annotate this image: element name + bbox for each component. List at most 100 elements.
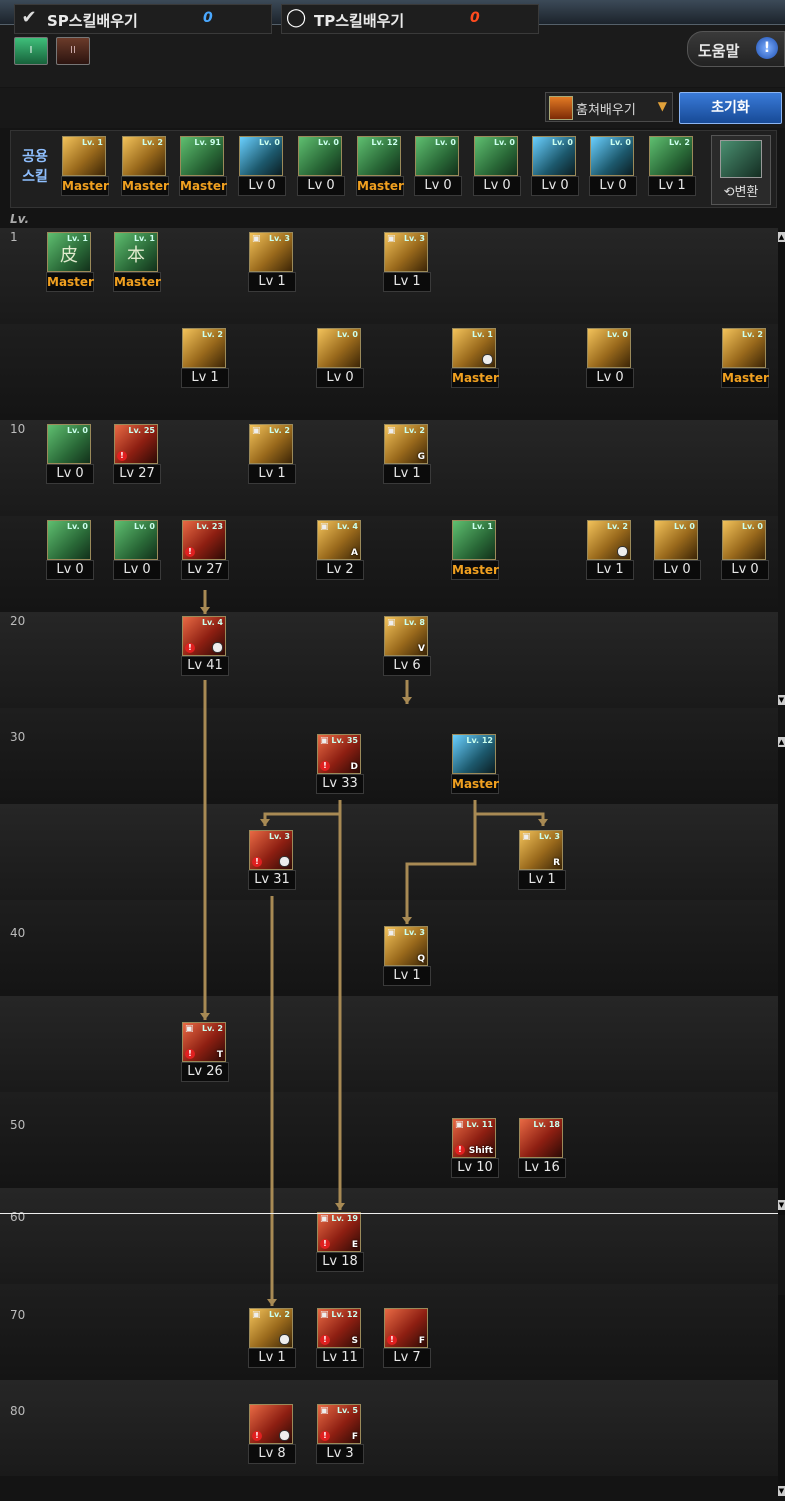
skill-icon[interactable]: Lv. 2 <box>722 328 766 368</box>
skill-icon[interactable]: Lv. 2▣G <box>384 424 428 464</box>
scrollbar-track-2[interactable] <box>778 735 785 1215</box>
skill-icon[interactable]: Lv. 23! <box>182 520 226 560</box>
skill-slot[interactable]: Lv. 2▣Lv 1 <box>248 424 296 488</box>
sp-learn-toggle[interactable]: ✔ SP스킬배우기 0 <box>14 4 272 34</box>
scroll-down-icon[interactable]: ▼ <box>778 1200 785 1210</box>
tp-learn-toggle[interactable]: ◯ TP스킬배우기 0 <box>281 4 539 34</box>
skill-icon[interactable]: Lv. 0 <box>474 136 518 176</box>
skill-icon[interactable]: Lv. 5▣!F <box>317 1404 361 1444</box>
skill-icon[interactable]: Lv. 0 <box>239 136 283 176</box>
skill-slot[interactable]: Lv. 3▣Lv 1 <box>383 232 431 296</box>
skill-icon[interactable]: !F <box>384 1308 428 1348</box>
skill-icon[interactable]: Lv. 0 <box>415 136 459 176</box>
skill-icon[interactable]: Lv. 0 <box>114 520 158 560</box>
skill-icon[interactable]: Lv. 8▣V <box>384 616 428 656</box>
skill-icon[interactable]: Lv. 0 <box>317 328 361 368</box>
skill-icon[interactable]: Lv. 2 <box>182 328 226 368</box>
scroll-up-icon[interactable]: ▲ <box>778 232 785 242</box>
skill-icon[interactable]: Lv. 0 <box>654 520 698 560</box>
skill-icon[interactable]: Lv. 2▣!T <box>182 1022 226 1062</box>
skill-icon[interactable]: Lv. 2 <box>649 136 693 176</box>
skill-icon[interactable]: Lv. 18 <box>519 1118 563 1158</box>
skill-icon[interactable]: Lv. 2 <box>122 136 166 176</box>
skill-slot[interactable]: !Lv 8 <box>248 1404 296 1468</box>
skill-icon[interactable]: Lv. 4! <box>182 616 226 656</box>
skill-slot[interactable]: Lv. 23!Lv 27 <box>181 520 229 584</box>
skill-slot[interactable]: Lv. 3▣Lv 1 <box>248 232 296 296</box>
steal-learn-dropdown[interactable]: 훔쳐배우기 ▼ <box>545 92 673 122</box>
skill-icon[interactable]: Lv. 19▣!E <box>317 1212 361 1252</box>
tab-skill-2[interactable]: II <box>56 37 90 65</box>
skill-icon[interactable]: Lv. 3▣R <box>519 830 563 870</box>
skill-icon[interactable]: Lv. 12 <box>452 734 496 774</box>
scrollbar-track-1[interactable] <box>778 230 785 430</box>
skill-icon[interactable]: Lv. 0 <box>47 424 91 464</box>
scroll-down-icon[interactable]: ▼ <box>778 695 785 705</box>
skill-icon[interactable]: Lv. 11▣!Shift <box>452 1118 496 1158</box>
skill-icon[interactable]: Lv. 1 <box>62 136 106 176</box>
change-button[interactable]: ⟲변환 <box>711 135 771 205</box>
skill-icon[interactable]: Lv. 3! <box>249 830 293 870</box>
skill-icon[interactable]: Lv. 12 <box>357 136 401 176</box>
reset-button[interactable]: 초기화 <box>679 92 782 124</box>
skill-icon[interactable]: Lv. 2 <box>587 520 631 560</box>
skill-icon[interactable]: Lv. 2▣ <box>249 424 293 464</box>
scroll-up-icon[interactable]: ▲ <box>778 737 785 747</box>
skill-icon[interactable]: Lv. 1 <box>452 520 496 560</box>
skill-icon[interactable]: Lv. 0 <box>298 136 342 176</box>
skill-icon[interactable]: Lv. 1 <box>452 328 496 368</box>
scroll-down-icon[interactable]: ▼ <box>778 1486 785 1496</box>
skill-icon[interactable]: Lv. 3▣ <box>384 232 428 272</box>
skill-slot[interactable]: Lv. 4!Lv 41 <box>181 616 229 680</box>
skill-slot[interactable]: Lv. 25!Lv 27 <box>113 424 161 488</box>
skill-icon[interactable]: Lv. 2▣ <box>249 1308 293 1348</box>
skill-icon[interactable]: Lv. 0 <box>587 328 631 368</box>
tab-skill-1[interactable]: I <box>14 37 48 65</box>
skill-icon[interactable]: Lv. 91 <box>180 136 224 176</box>
skill-icon[interactable]: Lv. 3▣Q <box>384 926 428 966</box>
skill-icon[interactable]: Lv. 4▣A <box>317 520 361 560</box>
skill-icon[interactable]: ! <box>249 1404 293 1444</box>
skill-icon[interactable]: Lv. 3▣ <box>249 232 293 272</box>
scrollbar-track-3[interactable] <box>778 1295 785 1495</box>
skill-slot[interactable]: Lv. 3!Lv 31 <box>248 830 296 894</box>
skill-icon[interactable]: Lv. 35▣!D <box>317 734 361 774</box>
skill-icon[interactable]: Lv. 25! <box>114 424 158 464</box>
